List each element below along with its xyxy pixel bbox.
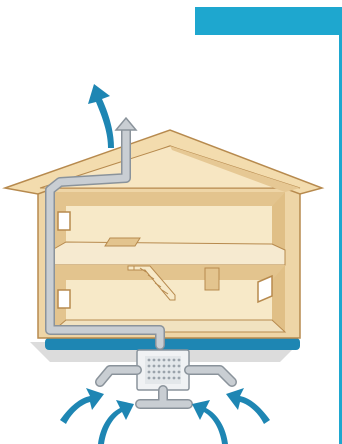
exhaust-vent-cap: [116, 118, 136, 130]
window-lower-left: [58, 290, 70, 308]
curved-arrow-in-icon: [192, 400, 228, 444]
ventilation-fan-unit-icon: [137, 350, 189, 390]
curved-arrow-up-icon: [88, 84, 114, 148]
doorway: [205, 268, 219, 290]
house-body: [38, 188, 300, 338]
loft-opening: [105, 238, 140, 246]
curved-arrow-in-icon: [60, 388, 104, 424]
window-upper-left: [58, 212, 70, 230]
curved-arrow-in-icon: [98, 400, 134, 444]
upper-floor: [52, 242, 285, 265]
foundation: [45, 338, 300, 350]
curved-arrow-in-icon: [226, 388, 270, 424]
